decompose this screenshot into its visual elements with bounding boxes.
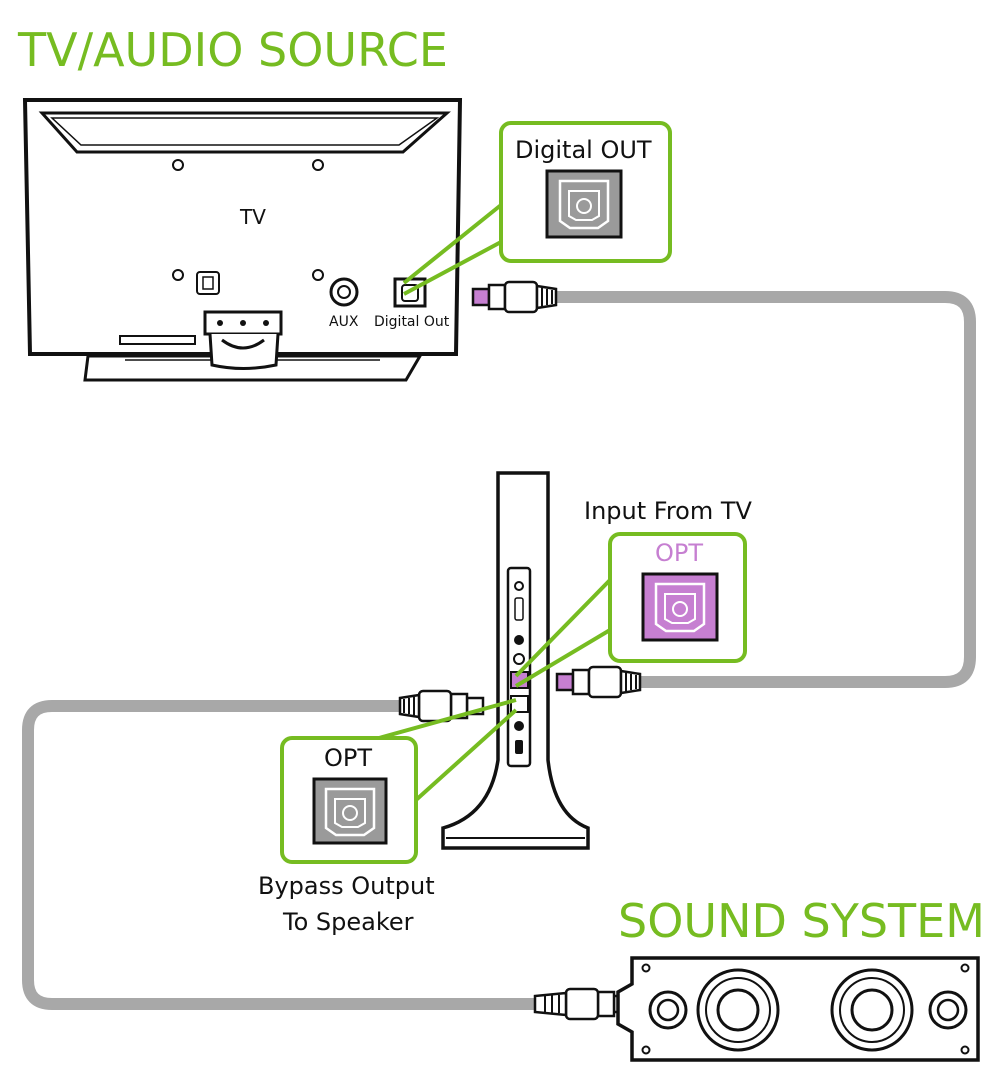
callout-opt-in: OPT <box>514 532 747 688</box>
woofer-right-icon <box>830 968 914 1052</box>
bypass-label-line2: To Speaker <box>282 908 414 936</box>
callout-digital-out-label: Digital OUT <box>515 136 652 164</box>
tweeter-left-icon <box>648 990 688 1030</box>
woofer-left-icon <box>696 968 780 1052</box>
aux-label: AUX <box>329 314 359 330</box>
optical-plug-bypass-out <box>398 689 485 723</box>
source-title: TV/AUDIO SOURCE <box>17 23 448 77</box>
aux-port-icon <box>329 277 359 307</box>
transmitter-unit <box>441 471 590 850</box>
callout-opt-in-label: OPT <box>655 539 703 567</box>
optical-plug-speaker <box>533 987 632 1021</box>
callout-opt-out-label: OPT <box>324 744 372 772</box>
optical-cable-tv-to-transmitter <box>556 291 976 688</box>
optical-plug-transmitter-in <box>555 665 642 699</box>
optical-cable-bypass-to-speaker <box>22 700 535 1010</box>
digital-out-label: Digital Out <box>374 314 450 330</box>
tv-back: TV AUX Digital Out <box>22 98 463 382</box>
sound-system-title: SOUND SYSTEM <box>618 894 985 948</box>
tv-label: TV <box>239 205 266 229</box>
bypass-label-line1: Bypass Output <box>258 872 435 900</box>
callout-digital-out: Digital OUT <box>402 121 672 296</box>
speaker <box>616 956 980 1062</box>
callout-input-from-tv-label: Input From TV <box>584 497 753 525</box>
optical-plug-tv <box>471 280 558 314</box>
tweeter-right-icon <box>928 990 968 1030</box>
power-socket-icon <box>196 271 220 295</box>
callout-opt-out: OPT <box>280 698 518 864</box>
